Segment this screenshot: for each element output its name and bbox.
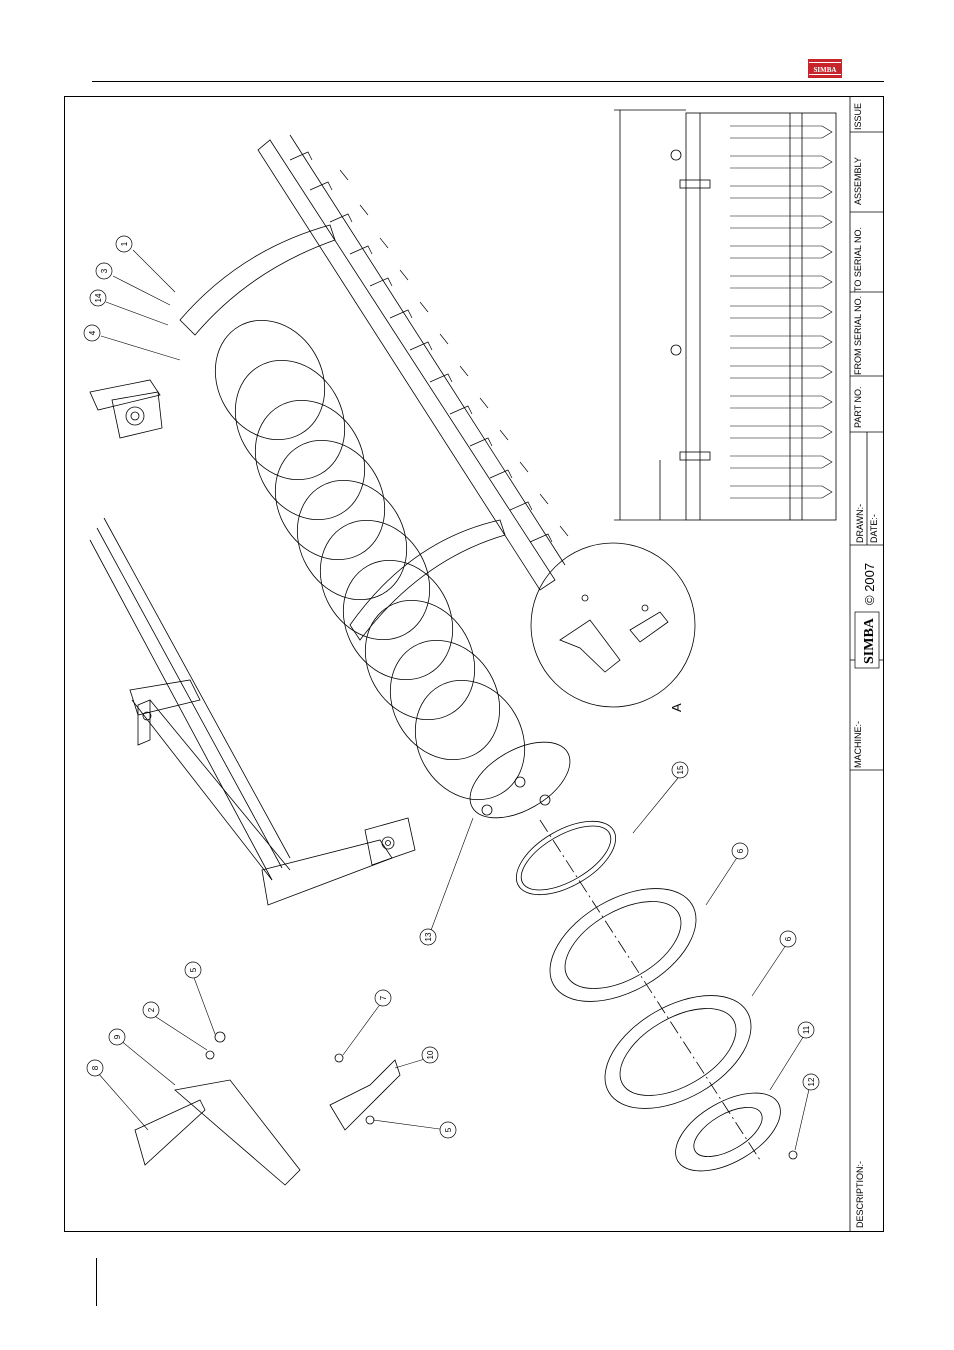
title-logo-text: SIMBA	[862, 617, 877, 664]
footer-margin-mark	[96, 1258, 97, 1306]
description-label: DESCRIPTION:-	[855, 1161, 865, 1228]
machine-label: MACHINE:-	[853, 721, 863, 768]
